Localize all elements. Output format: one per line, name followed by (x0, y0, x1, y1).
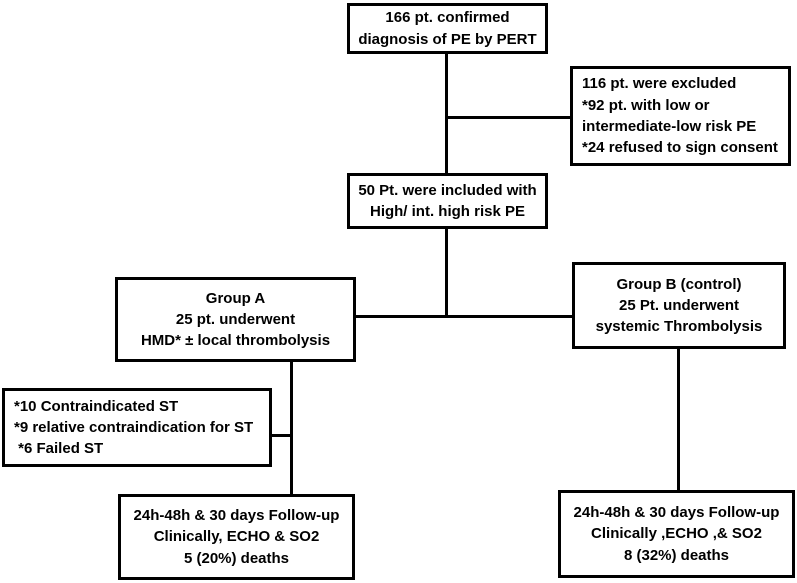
confirmed-pe-line-1: 166 pt. confirmed (385, 9, 510, 27)
included-line-1: 50 Pt. were included with (358, 181, 537, 199)
excluded-line-4: *24 refused to sign consent (582, 139, 778, 157)
contraindications-line-1: *10 Contraindicated ST (14, 397, 179, 415)
contraindications-line-2: *9 relative contraindication for ST (14, 418, 254, 436)
connector-group-a-to-followup (290, 362, 293, 496)
group-b-followup-box: 24h-48h & 30 days Follow-up Clinically ,… (558, 490, 795, 578)
confirmed-pe-box: 166 pt. confirmed diagnosis of PE by PER… (347, 3, 548, 54)
connector-contraindications-stub (270, 434, 292, 437)
group-a-followup-box: 24h-48h & 30 days Follow-up Clinically, … (118, 494, 355, 580)
group-b-line-2: 25 Pt. underwent (618, 296, 740, 314)
group-b-line-1: Group B (control) (616, 275, 742, 293)
group-b-line-3: systemic Thrombolysis (595, 318, 763, 336)
connector-included-to-split (445, 229, 448, 318)
connector-enrollment-to-excluded (445, 116, 572, 119)
followup-b-line-3: 8 (32%) deaths (623, 546, 730, 564)
excluded-line-2: *92 pt. with low or (582, 96, 710, 114)
contraindications-line-3: *6 Failed ST (14, 440, 104, 458)
confirmed-pe-line-2: diagnosis of PE by PERT (358, 30, 537, 48)
excluded-line-3: intermediate-low risk PE (582, 118, 757, 135)
followup-a-line-3: 5 (20%) deaths (183, 549, 290, 567)
group-b-box: Group B (control) 25 Pt. underwent syste… (572, 262, 786, 349)
followup-a-line-1: 24h-48h & 30 days Follow-up (133, 507, 340, 525)
followup-b-line-2: Clinically ,ECHO ,& SO2 (591, 525, 762, 543)
group-a-line-1: Group A (205, 289, 266, 307)
group-a-line-2: 25 pt. underwent (175, 310, 296, 328)
excluded-line-1: 116 pt. were excluded (582, 75, 737, 93)
group-a-line-3: HMD* ± local thrombolysis (140, 332, 331, 350)
followup-b-line-1: 24h-48h & 30 days Follow-up (573, 504, 780, 522)
excluded-patients-box: 116 pt. were excluded *92 pt. with low o… (570, 66, 791, 166)
included-patients-box: 50 Pt. were included with High/ int. hig… (347, 173, 548, 229)
connector-enrollment-to-included (445, 51, 448, 173)
followup-a-line-2: Clinically, ECHO & SO2 (153, 528, 320, 546)
contraindications-box: *10 Contraindicated ST *9 relative contr… (2, 388, 272, 467)
group-a-box: Group A 25 pt. underwent HMD* ± local th… (115, 277, 356, 362)
connector-group-b-to-followup (677, 348, 680, 492)
included-line-2: High/ int. high risk PE (369, 203, 525, 220)
connector-split-horizontal (353, 315, 574, 318)
